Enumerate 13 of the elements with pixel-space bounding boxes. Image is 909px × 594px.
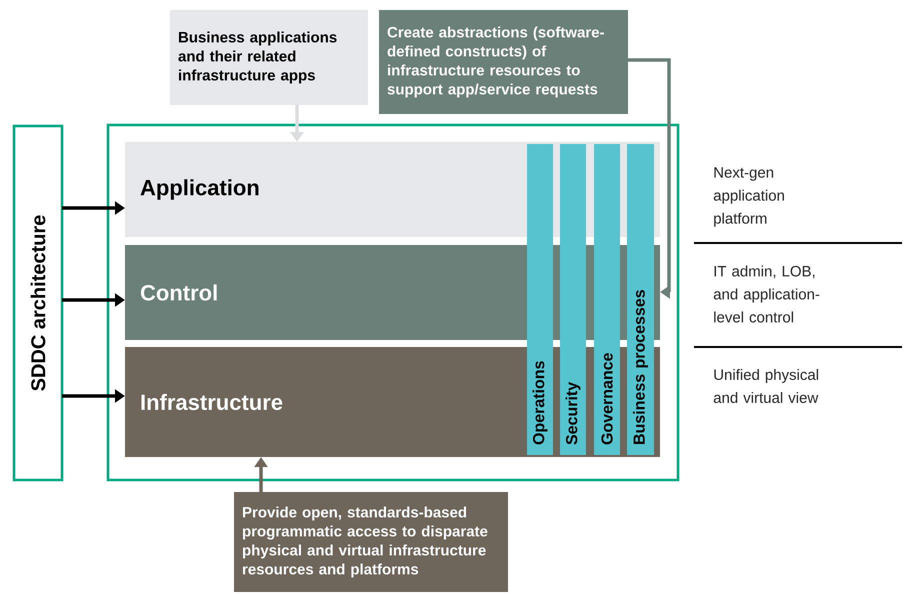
pillar-bar: Security bbox=[560, 144, 586, 455]
architecture-frame bbox=[106, 124, 680, 482]
side-note: IT admin, LOB, and application-level control bbox=[714, 266, 820, 322]
pillar-bar: Operations bbox=[527, 144, 553, 455]
pillar-bar: Governance bbox=[594, 144, 620, 455]
side-note: Next-gen application platform bbox=[714, 167, 784, 227]
arrow bbox=[628, 58, 672, 299]
pillar-bar: Business processes bbox=[627, 144, 654, 455]
layer-label-box: SDDC architecture bbox=[12, 124, 64, 482]
callout-box: Create abstractions (software-defined constructs) of infrastructure resources to support app/service requests bbox=[379, 10, 628, 114]
callout-box: Business applications and their related infrastructure apps bbox=[170, 10, 368, 105]
callout-box: Provide open, standards-based programmatic access to disparate physical and virtual infrastructure resources and platforms bbox=[234, 492, 508, 592]
side-note: Unified physical and virtual view bbox=[714, 369, 818, 403]
